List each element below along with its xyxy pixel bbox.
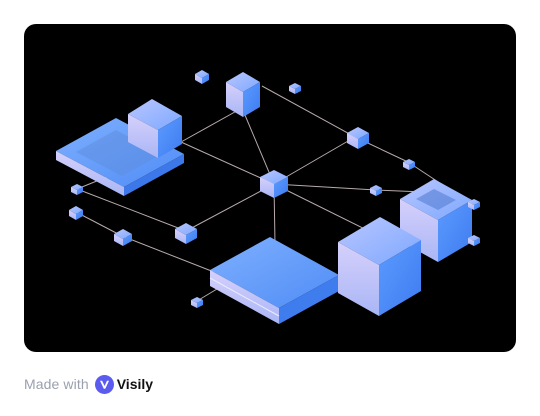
- attribution: Made with Visily: [24, 371, 153, 397]
- bottom-plate: [209, 237, 339, 324]
- top-cube: [226, 72, 260, 117]
- right-server: [400, 179, 472, 262]
- visily-brand-link[interactable]: Visily: [94, 374, 154, 394]
- visily-brand-name: Visily: [116, 376, 154, 392]
- left-platform: [56, 99, 184, 196]
- made-with-label: Made with: [24, 376, 89, 392]
- node-cube-right: [347, 127, 369, 149]
- network-illustration: [56, 70, 480, 324]
- hero-card: [24, 24, 516, 352]
- hub-cube: [260, 170, 288, 198]
- big-cube: [338, 217, 421, 316]
- visily-logo-icon: [94, 374, 114, 394]
- node-cube-left: [175, 223, 197, 244]
- small-cubes: [69, 70, 480, 308]
